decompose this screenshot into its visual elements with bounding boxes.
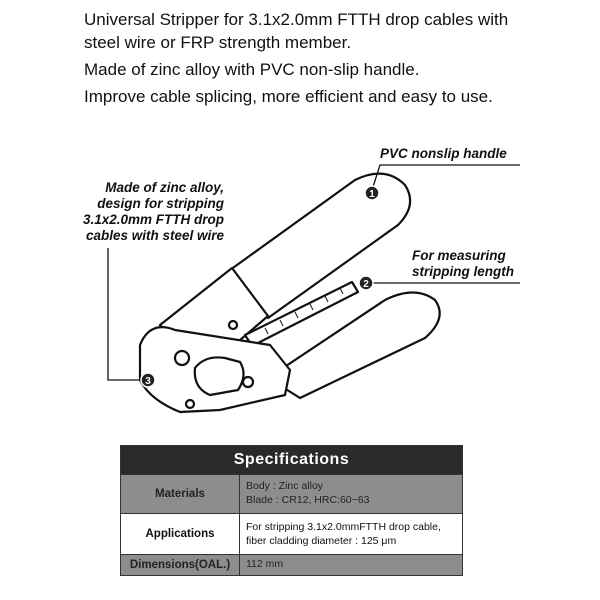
stripper-tool-illustration: 1 2 3 xyxy=(107,164,520,414)
spec-row-dimensions: Dimensions(OAL.) 112 mm xyxy=(121,554,462,575)
head-pivot xyxy=(173,349,191,367)
lower-handle xyxy=(266,291,441,400)
arm-screw xyxy=(227,319,239,331)
intro-line-2: steel wire or FRP strength member. xyxy=(84,33,352,52)
callout-1-text: PVC nonslip handle xyxy=(380,146,507,161)
leader-line-1 xyxy=(371,164,520,191)
specifications-table: Specifications Materials Body : Zinc all… xyxy=(120,445,463,576)
spec-key: Dimensions(OAL.) xyxy=(121,555,240,575)
marker-1: 1 xyxy=(364,185,380,201)
intro-line-1: Universal Stripper for 3.1x2.0mm FTTH dr… xyxy=(84,10,509,29)
leader-line-3 xyxy=(107,248,140,381)
callout-pvc-handle: PVC nonslip handle xyxy=(380,146,507,162)
intro-line-3: Made of zinc alloy with PVC non-slip han… xyxy=(84,60,420,79)
marker-3-number: 3 xyxy=(145,376,151,387)
intro-text: Universal Stripper for 3.1x2.0mm FTTH dr… xyxy=(84,8,584,108)
callout-2-line-1: For measuring xyxy=(412,248,506,263)
spec-row-applications: Applications For stripping 3.1x2.0mmFTTH… xyxy=(121,513,462,554)
marker-1-number: 1 xyxy=(369,189,375,200)
spec-value-line: For stripping 3.1x2.0mmFTTH drop cable, xyxy=(246,521,441,533)
spec-value: For stripping 3.1x2.0mmFTTH drop cable, … xyxy=(240,514,462,554)
marker-3: 3 xyxy=(140,372,156,388)
spec-row-materials: Materials Body : Zinc alloy Blade : CR12… xyxy=(121,474,462,513)
marker-2-number: 2 xyxy=(363,279,369,290)
intro-line-4: Improve cable splicing, more efficient a… xyxy=(84,87,493,106)
callout-3-line-3: 3.1x2.0mm FTTH drop xyxy=(82,212,224,227)
spec-value: 112 mm xyxy=(240,555,462,575)
specifications-title: Specifications xyxy=(121,446,462,474)
callout-3-line-4: cables with steel wire xyxy=(85,228,224,243)
callout-3-line-2: design for stripping xyxy=(97,196,224,211)
spec-value: Body : Zinc alloy Blade : CR12, HRC:60~6… xyxy=(240,475,462,513)
callout-2-line-2: stripping length xyxy=(412,264,514,279)
callout-zinc-alloy: Made of zinc alloy, design for stripping… xyxy=(74,180,224,244)
jaw-window xyxy=(193,356,245,397)
callout-measuring: For measuring stripping length xyxy=(412,248,514,280)
marker-2: 2 xyxy=(358,275,374,291)
callout-3-line-1: Made of zinc alloy, xyxy=(105,180,224,195)
spec-value-line: 112 mm xyxy=(246,558,284,570)
spec-value-line: fiber cladding diameter : 125 μm xyxy=(246,535,397,547)
upper-handle xyxy=(228,172,412,320)
jaw-screw xyxy=(241,375,255,389)
spec-key: Materials xyxy=(121,475,240,513)
spec-value-line: Body : Zinc alloy xyxy=(246,480,324,492)
spec-key: Applications xyxy=(121,514,240,554)
front-pin xyxy=(184,398,196,410)
spec-value-line: Blade : CR12, HRC:60~63 xyxy=(246,494,370,506)
